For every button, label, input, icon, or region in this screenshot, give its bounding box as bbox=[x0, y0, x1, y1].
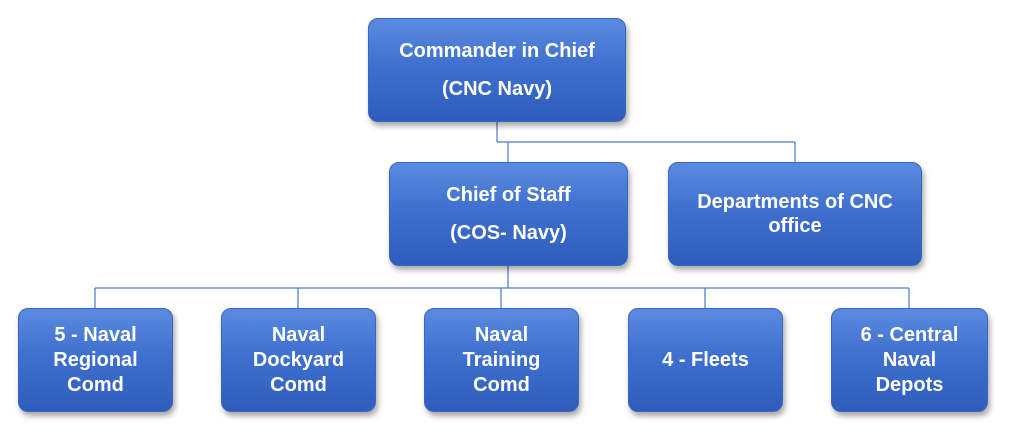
naval-regional-comd-line1: 5 - Naval bbox=[54, 323, 137, 346]
naval-dockyard-comd-line1: Naval bbox=[271, 323, 326, 346]
naval-training-comd-line3: Comd bbox=[473, 373, 530, 396]
naval-training-comd-line1: Naval bbox=[474, 323, 529, 346]
naval-dockyard-comd-line3: Comd bbox=[270, 373, 327, 396]
naval-regional-comd-line3: Comd bbox=[67, 373, 124, 396]
commander-in-chief-title: Commander in Chief bbox=[399, 40, 595, 62]
chief-of-staff-box: Chief of Staff (COS- Navy) bbox=[389, 162, 628, 266]
central-naval-depots-line2: Naval bbox=[882, 348, 937, 371]
central-naval-depots-line3: Depots bbox=[875, 373, 944, 396]
fleets-label: 4 - Fleets bbox=[662, 348, 749, 371]
chief-of-staff-title: Chief of Staff bbox=[446, 184, 571, 206]
naval-dockyard-comd-line2: Dockyard bbox=[252, 348, 345, 371]
departments-box: Departments of CNC office bbox=[668, 162, 922, 266]
departments-title-line1: Departments of CNC bbox=[697, 191, 893, 213]
chief-of-staff-abbrev: (COS- Navy) bbox=[450, 222, 567, 244]
central-naval-depots-box: 6 - Central Naval Depots bbox=[831, 308, 988, 412]
central-naval-depots-line1: 6 - Central bbox=[860, 323, 959, 346]
commander-in-chief-abbrev: (CNC Navy) bbox=[441, 78, 553, 100]
fleets-box: 4 - Fleets bbox=[628, 308, 783, 412]
naval-regional-comd-box: 5 - Naval Regional Comd bbox=[18, 308, 173, 412]
departments-title-line2: office bbox=[768, 215, 822, 237]
naval-training-comd-box: Naval Training Comd bbox=[424, 308, 579, 412]
naval-dockyard-comd-box: Naval Dockyard Comd bbox=[221, 308, 376, 412]
naval-training-comd-line2: Training bbox=[462, 348, 541, 371]
commander-in-chief-box: Commander in Chief (CNC Navy) bbox=[368, 18, 626, 122]
naval-regional-comd-line2: Regional bbox=[53, 348, 138, 371]
